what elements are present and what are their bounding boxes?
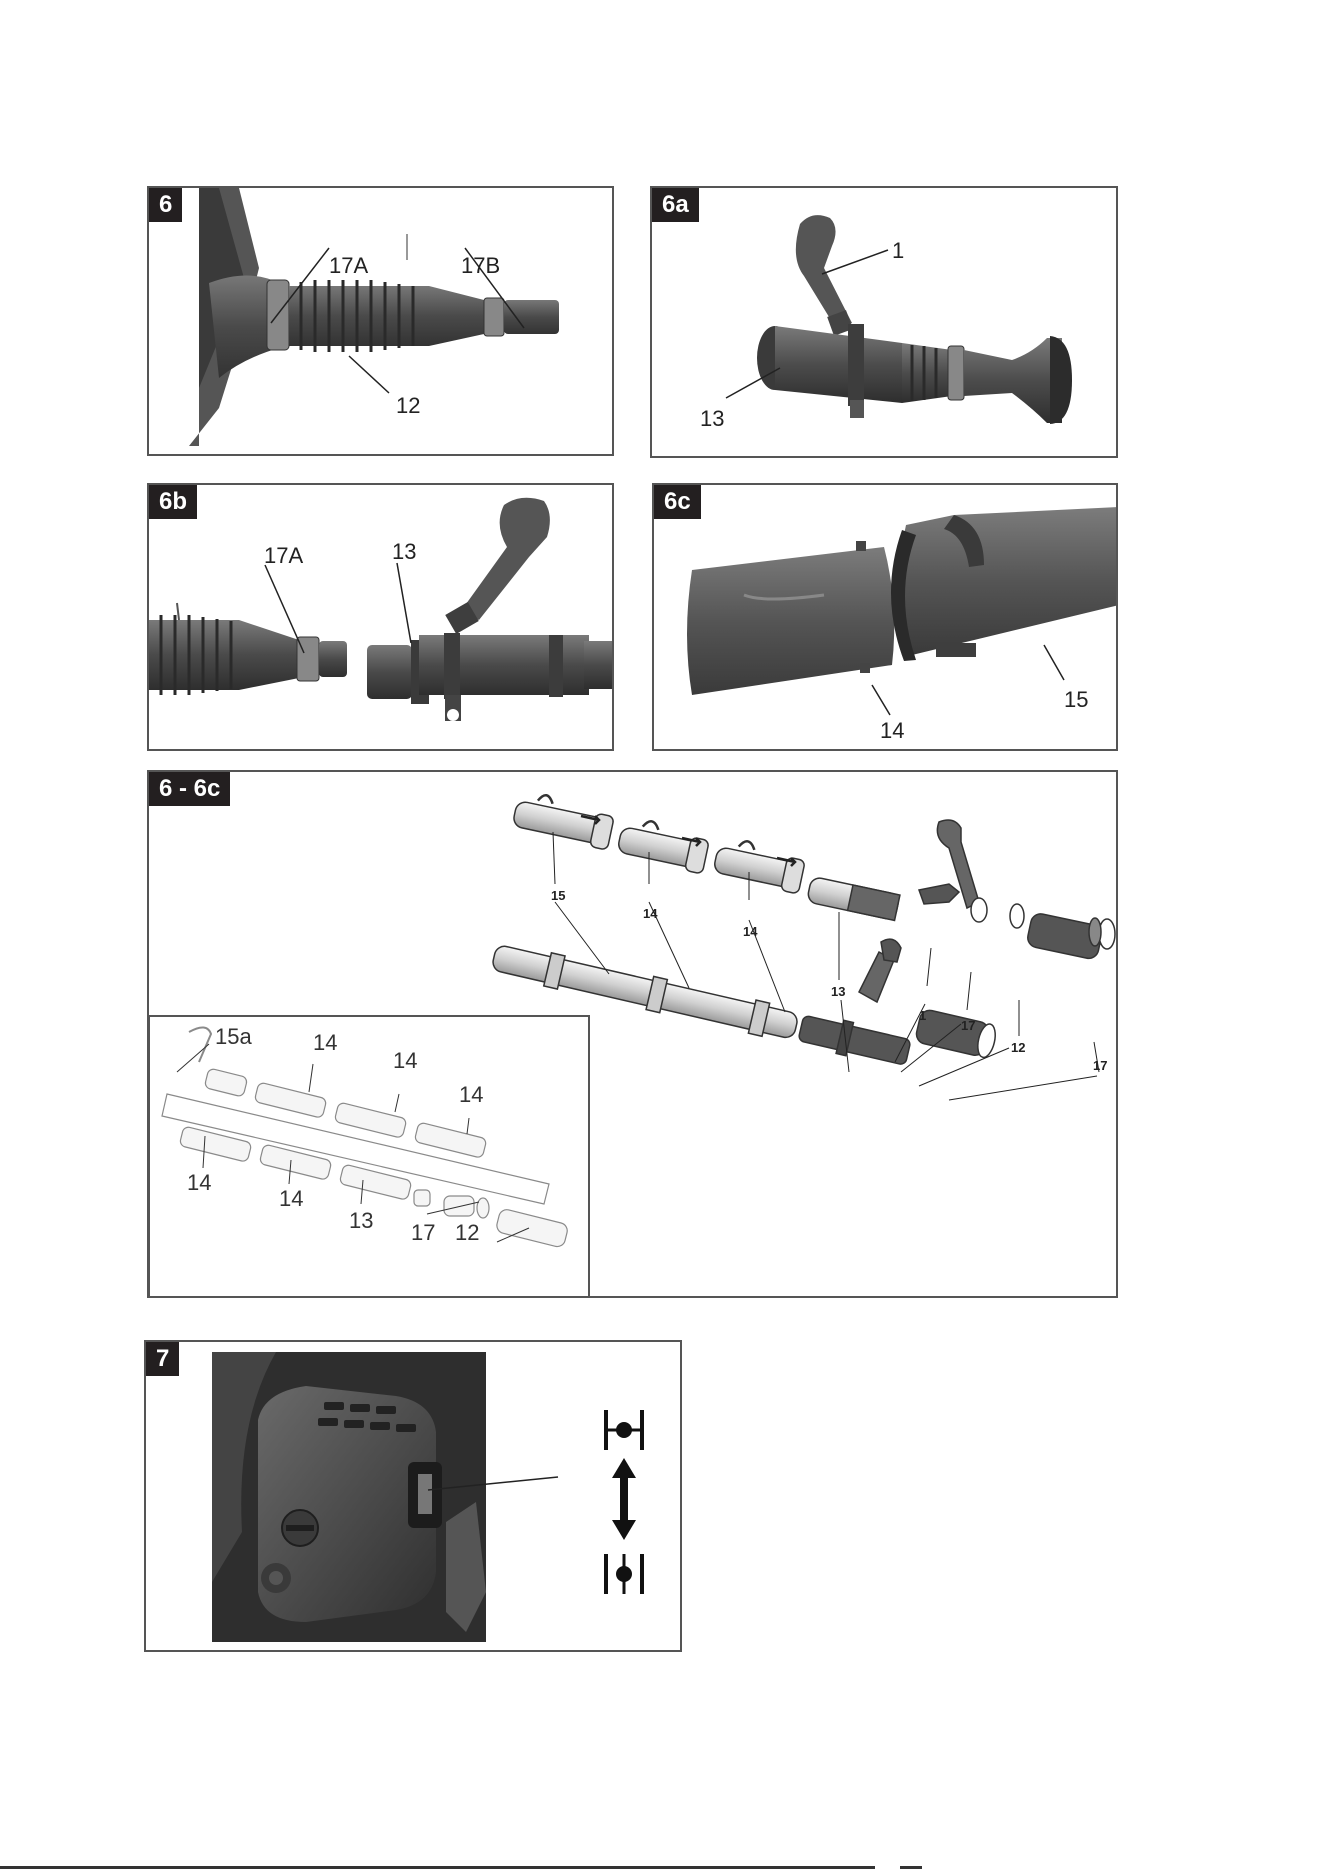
panel-tag: 6 - 6c: [149, 772, 230, 806]
label-13: 13: [392, 539, 416, 564]
label-17: 17: [1093, 1058, 1107, 1073]
label-1: 1: [892, 238, 904, 263]
choke-closed-icon: [606, 1410, 642, 1450]
panel-tag: 6a: [652, 188, 699, 222]
panel-6b: 6b: [147, 483, 614, 751]
panel-tag: 6: [149, 188, 182, 222]
page-footer-rule: [0, 1866, 875, 1869]
label-17a: 17A: [264, 543, 303, 568]
label-15a: 15a: [215, 1024, 252, 1049]
panel-6: 6: [147, 186, 614, 456]
tube-13: [757, 324, 902, 418]
tube-15: [891, 507, 1118, 661]
label-14: 14: [313, 1030, 337, 1055]
label-1: 1: [919, 1008, 926, 1023]
label-14: 14: [187, 1170, 211, 1195]
choke-lever-illustration: [146, 1342, 682, 1652]
panel-tag: 7: [146, 1342, 179, 1376]
panel-tag: 6c: [654, 485, 701, 519]
label-13: 13: [831, 984, 845, 999]
hose-connection-illustration: 17A 17B 12: [149, 188, 614, 456]
label-17a: 17A: [329, 253, 368, 278]
label-15: 15: [551, 888, 565, 903]
label-12: 12: [1011, 1040, 1025, 1055]
tube-13: [367, 633, 614, 721]
label-13: 13: [700, 406, 724, 431]
choke-lever: [418, 1474, 432, 1514]
choke-open-icon: [606, 1554, 642, 1594]
label-12: 12: [396, 393, 420, 418]
panel-6c: 6c 14 15: [652, 483, 1118, 751]
assembly-exploded-diagram: 15 14 14 13 1 17 12 17: [149, 772, 1118, 1298]
label-17: 17: [961, 1018, 975, 1033]
page-footer-rule-short: [900, 1866, 922, 1869]
label-14: 14: [880, 718, 904, 743]
panel-6-6c: 6 - 6c: [147, 770, 1118, 1298]
hose-clamp-17b: [484, 298, 504, 336]
exploded-parts-row: [511, 790, 1115, 961]
bellows-hose: [149, 603, 239, 695]
label-14: 14: [459, 1082, 483, 1107]
inset-alternate-assembly: 15a 14 14 14 14 14 13 17 12: [149, 1016, 589, 1298]
bellows-hose: [289, 280, 429, 352]
leader-lines: [553, 832, 1099, 1100]
label-15: 15: [1064, 687, 1088, 712]
label-17: 17: [411, 1220, 435, 1245]
label-14: 14: [743, 924, 758, 939]
panel-tag: 6b: [149, 485, 197, 519]
tube-14: [687, 541, 894, 695]
panel-6a: 6a 1 13: [650, 186, 1118, 458]
label-17b: 17B: [461, 253, 500, 278]
label-14: 14: [279, 1186, 303, 1211]
label-14: 14: [393, 1048, 417, 1073]
tube-attach-illustration: 17A 13: [149, 485, 614, 751]
label-12: 12: [455, 1220, 479, 1245]
up-down-arrow-icon: [612, 1458, 636, 1540]
label-14: 14: [643, 906, 658, 921]
handle-mount-illustration: 1 13: [652, 188, 1118, 458]
handle-grip: [445, 498, 550, 634]
tube-join-illustration: 14 15: [654, 485, 1118, 751]
panel-7: 7: [144, 1340, 682, 1652]
handle-grip: [796, 215, 853, 336]
label-13: 13: [349, 1208, 373, 1233]
